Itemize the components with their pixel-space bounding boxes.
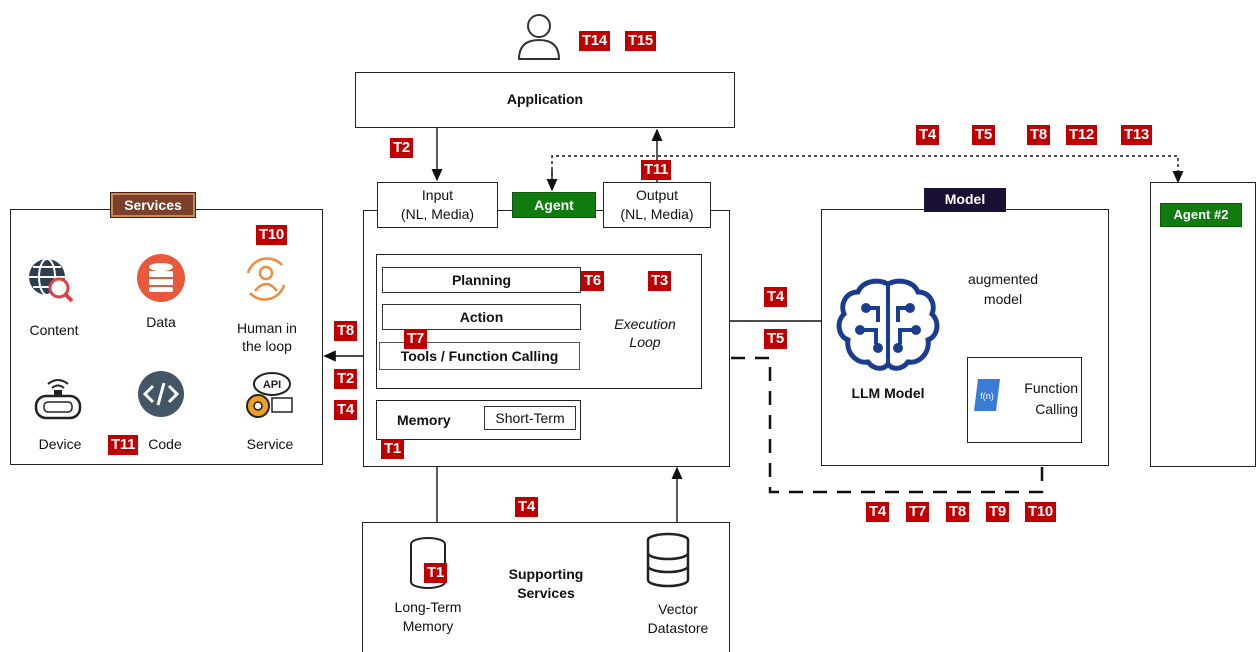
human-label-1: Human in — [237, 320, 297, 336]
tag-bot-t8: T8 — [946, 502, 969, 522]
function-scroll-icon: f(n) — [974, 379, 1000, 411]
tag-t15: T15 — [625, 31, 656, 51]
services-panel — [10, 209, 323, 465]
application-label: Application — [506, 91, 584, 107]
device-icon — [34, 379, 82, 420]
tag-bot-t7: T7 — [906, 502, 929, 522]
tag-top-t12: T12 — [1066, 125, 1097, 145]
supporting-label-1: Supporting — [508, 566, 584, 582]
tag-t1-memory: T1 — [381, 439, 404, 459]
tag-bot-t4: T4 — [866, 502, 889, 522]
short-term-box: Short-Term — [484, 406, 576, 430]
llm-model-label: LLM Model — [851, 385, 925, 401]
supporting-label-2: Services — [517, 585, 575, 601]
tag-bot-t9: T9 — [986, 502, 1009, 522]
planning-box: Planning — [382, 267, 581, 293]
service-label: Service — [246, 436, 294, 452]
augmented-label-2: model — [983, 291, 1023, 307]
agent2-label: Agent #2 — [1160, 203, 1242, 227]
vector-datastore-icon — [646, 532, 690, 588]
tag-t10-services: T10 — [256, 225, 287, 245]
code-label: Code — [148, 436, 182, 452]
human-loop-icon — [246, 257, 286, 301]
agent2-box — [1150, 182, 1256, 467]
long-term-label-2: Memory — [402, 618, 454, 634]
function-label-1: Function — [1024, 380, 1078, 396]
memory-label: Memory — [397, 412, 451, 428]
device-label: Device — [38, 436, 82, 452]
vector-label-1: Vector — [658, 601, 698, 617]
tag-t4-support: T4 — [515, 497, 538, 517]
loop-label: Loop — [629, 334, 661, 350]
execution-label: Execution — [614, 316, 676, 332]
output-label: Output — [635, 187, 679, 203]
tag-top-t4: T4 — [916, 125, 939, 145]
application-box: Application — [355, 72, 735, 128]
human-label-2: the loop — [242, 338, 292, 354]
model-header: Model — [924, 188, 1006, 212]
tag-t1-long: T1 — [424, 563, 447, 583]
tag-t2-left: T2 — [334, 369, 357, 389]
output-media: (NL, Media) — [620, 206, 694, 222]
tag-t7: T7 — [404, 329, 427, 349]
vector-label-2: Datastore — [647, 620, 709, 636]
tag-t11-code: T11 — [108, 435, 139, 455]
content-label: Content — [29, 322, 79, 338]
data-label: Data — [146, 314, 176, 330]
long-term-label-1: Long-Term — [394, 599, 462, 615]
function-label-2: Calling — [1035, 401, 1078, 417]
output-box: Output (NL, Media) — [603, 182, 711, 228]
tag-t2-app: T2 — [390, 138, 413, 158]
tag-t5-mid: T5 — [764, 329, 787, 349]
user-icon — [517, 14, 561, 60]
tag-t8-left: T8 — [334, 321, 357, 341]
agent-label: Agent — [512, 192, 596, 218]
tag-t14: T14 — [579, 31, 610, 51]
services-header: Services — [110, 192, 196, 218]
tag-t4-left: T4 — [334, 400, 357, 420]
input-label: Input — [421, 187, 454, 203]
input-media: (NL, Media) — [400, 206, 475, 222]
tag-t6: T6 — [581, 271, 604, 291]
tag-t3: T3 — [648, 271, 671, 291]
tag-top-t13: T13 — [1121, 125, 1152, 145]
function-icon-text: f(n) — [980, 391, 994, 401]
llm-brain-icon — [836, 278, 940, 371]
data-icon — [137, 254, 185, 302]
tag-bot-t10: T10 — [1025, 502, 1056, 522]
tag-t4-mid: T4 — [764, 287, 787, 307]
tag-top-t5: T5 — [972, 125, 995, 145]
code-icon — [138, 371, 184, 417]
action-box: Action — [382, 304, 581, 330]
api-service-icon: API — [246, 372, 293, 418]
content-icon — [29, 258, 74, 303]
tag-top-t8: T8 — [1027, 125, 1050, 145]
tag-t11-output: T11 — [641, 160, 672, 180]
api-text: API — [263, 379, 281, 391]
input-box: Input (NL, Media) — [377, 182, 498, 228]
augmented-label-1: augmented — [967, 271, 1039, 287]
